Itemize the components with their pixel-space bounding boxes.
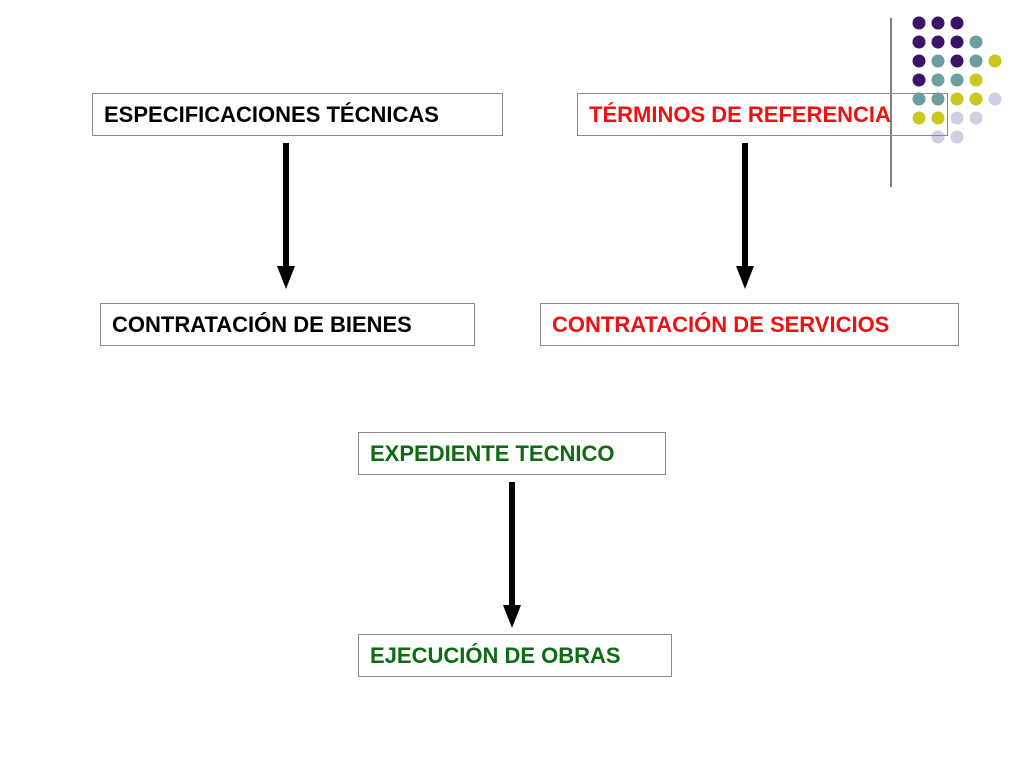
decorative-dot xyxy=(950,130,964,144)
decorative-dot xyxy=(950,16,964,30)
decorative-dot xyxy=(931,54,945,68)
decorative-dot xyxy=(931,35,945,49)
decorative-dot xyxy=(969,35,983,49)
arrow-expediente-to-ejecucion xyxy=(503,482,521,628)
decorative-dot xyxy=(969,92,983,106)
decorative-dot xyxy=(988,92,1002,106)
decorative-dot xyxy=(931,16,945,30)
decorative-dot xyxy=(969,54,983,68)
box-especificaciones-tecnicas-label: ESPECIFICACIONES TÉCNICAS xyxy=(104,101,439,127)
box-terminos-de-referencia-label: TÉRMINOS DE REFERENCIA xyxy=(589,101,891,127)
box-expediente-tecnico-label: EXPEDIENTE TECNICO xyxy=(370,440,615,466)
decorative-dot xyxy=(950,73,964,87)
decorative-dot xyxy=(912,111,926,125)
box-ejecucion-de-obras: EJECUCIÓN DE OBRAS xyxy=(358,634,672,677)
decorative-dot xyxy=(912,73,926,87)
box-contratacion-de-bienes-label: CONTRATACIÓN DE BIENES xyxy=(112,311,412,337)
decorative-dot xyxy=(950,35,964,49)
box-contratacion-de-bienes: CONTRATACIÓN DE BIENES xyxy=(100,303,475,346)
decorative-dot xyxy=(969,111,983,125)
arrow-terminos-to-servicios xyxy=(736,143,754,289)
decorative-dot-pattern xyxy=(890,16,1002,187)
box-contratacion-de-servicios: CONTRATACIÓN DE SERVICIOS xyxy=(540,303,959,346)
decorative-dot xyxy=(912,54,926,68)
box-expediente-tecnico: EXPEDIENTE TECNICO xyxy=(358,432,666,475)
decorative-dot xyxy=(912,16,926,30)
box-terminos-de-referencia: TÉRMINOS DE REFERENCIA xyxy=(577,93,948,136)
box-especificaciones-tecnicas: ESPECIFICACIONES TÉCNICAS xyxy=(92,93,503,136)
decorative-dot xyxy=(969,73,983,87)
decorative-dot xyxy=(912,92,926,106)
decorative-dot xyxy=(950,54,964,68)
decorative-dot xyxy=(950,92,964,106)
decorative-dot xyxy=(931,92,945,106)
decorative-dot xyxy=(988,54,1002,68)
decorative-dot xyxy=(931,130,945,144)
decorative-dot xyxy=(950,111,964,125)
decorative-dot xyxy=(931,73,945,87)
arrow-especificaciones-to-bienes xyxy=(277,143,295,289)
box-contratacion-de-servicios-label: CONTRATACIÓN DE SERVICIOS xyxy=(552,311,890,337)
decorative-dot xyxy=(912,35,926,49)
box-ejecucion-de-obras-label: EJECUCIÓN DE OBRAS xyxy=(370,642,621,668)
decorative-dot xyxy=(931,111,945,125)
